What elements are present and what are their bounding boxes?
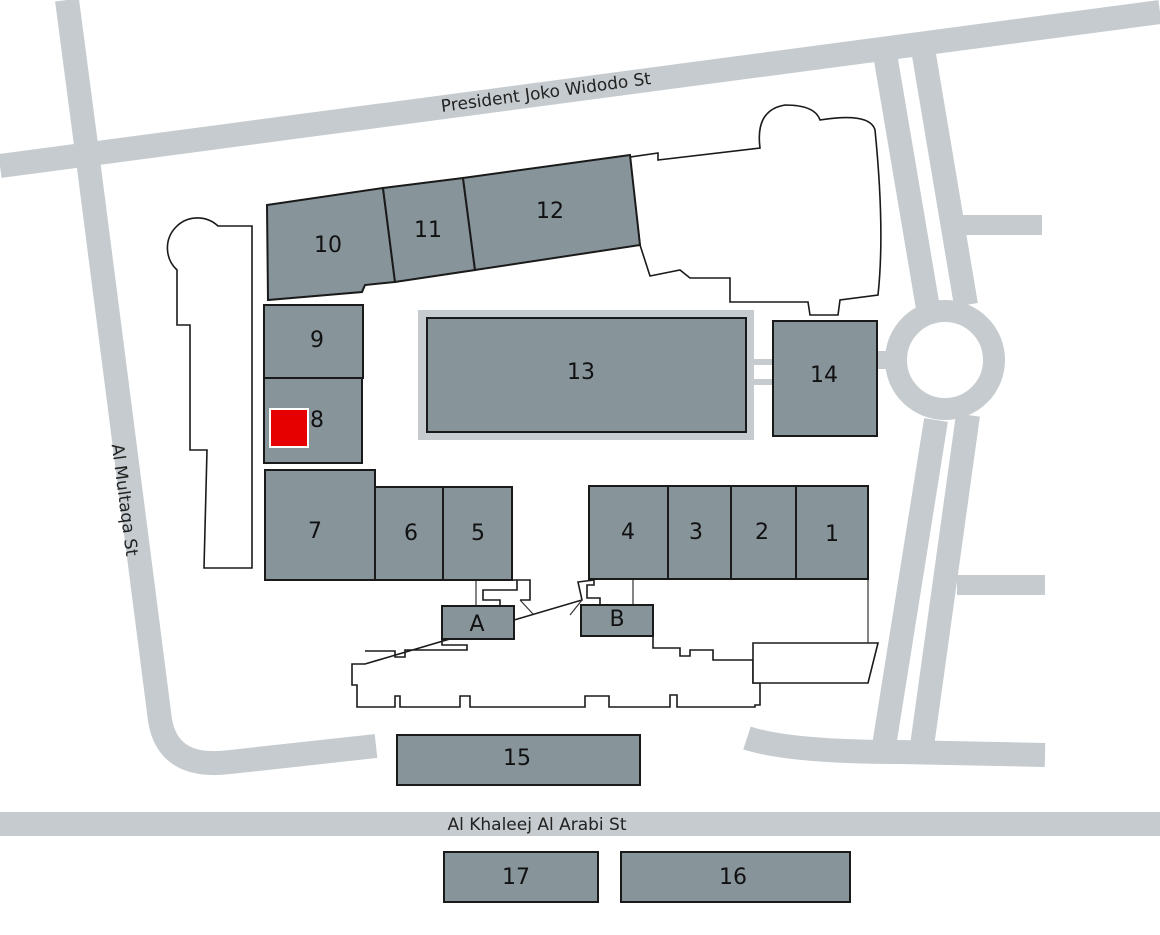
south-podium-outline [351,579,761,708]
road-east-4 [910,413,980,748]
outline-structures [166,104,882,708]
label-14: 14 [810,363,838,388]
road-southeast-curve [743,726,1046,767]
label-4: 4 [621,520,635,545]
buildings [263,153,878,903]
label-8: 8 [310,408,324,433]
label-3: 3 [689,520,703,545]
label-9: 9 [310,328,324,353]
building-12[interactable] [461,153,642,272]
connector-lines [475,579,869,643]
building-A[interactable] [441,605,515,640]
label-5: 5 [471,521,485,546]
building-15[interactable] [396,734,641,786]
building-1[interactable] [795,485,869,580]
street-label-south: Al Khaleej Al Arabi St [447,815,626,835]
building-B[interactable] [580,604,654,637]
road-president-joko-widodo [0,0,1160,178]
label-A: A [469,612,484,637]
label-13: 13 [567,360,595,385]
road-east-2 [912,53,978,307]
label-15: 15 [503,746,531,771]
label-6: 6 [404,521,418,546]
building-17[interactable] [443,851,599,903]
building-9[interactable] [263,304,364,379]
building-5[interactable] [442,486,513,581]
building-16[interactable] [620,851,851,903]
building-3[interactable] [667,485,732,580]
street-label-north: President Joko Widodo St [440,69,653,117]
road-east-3 [872,418,948,748]
building-7[interactable] [264,469,376,581]
east-annex-outline [752,642,880,684]
building-2[interactable] [730,485,797,580]
roads [0,0,1160,836]
label-11: 11 [414,218,442,243]
label-12: 12 [536,199,564,224]
building-14[interactable] [772,320,878,437]
label-17: 17 [502,865,530,890]
label-10: 10 [314,233,342,258]
west-tower-outline [166,217,253,569]
northeast-complex-outline [629,104,882,316]
label-1: 1 [825,522,839,547]
roundabout [885,300,1005,420]
building-4[interactable] [588,485,669,580]
building-13[interactable] [426,317,747,433]
road-east-1 [874,57,942,323]
label-B: B [609,607,624,632]
highlight-marker[interactable] [269,408,309,448]
road-al-multaqa [55,0,378,775]
label-7: 7 [308,519,322,544]
label-2: 2 [755,520,769,545]
building-labels: 10 11 12 9 8 7 6 5 4 3 2 1 13 14 A B 15 … [308,199,839,890]
label-16: 16 [719,865,747,890]
